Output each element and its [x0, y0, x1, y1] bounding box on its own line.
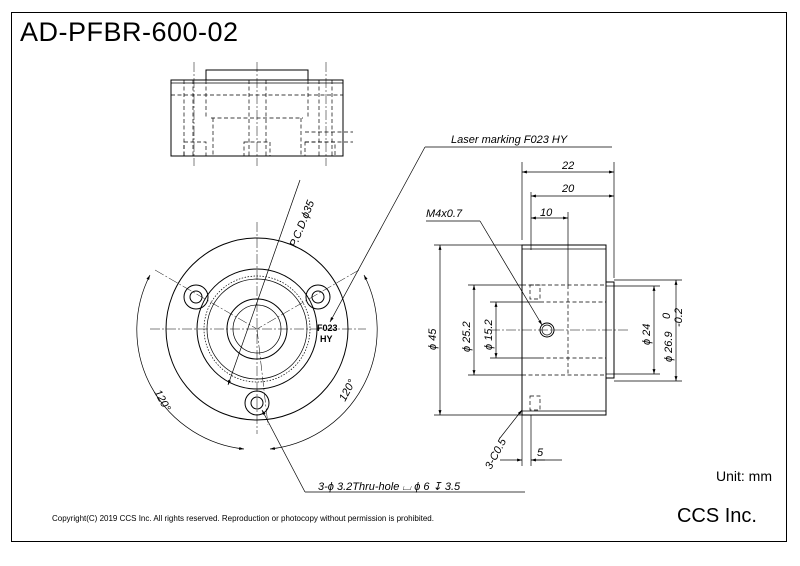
- chamfer-label: 3-C0.5: [483, 436, 510, 472]
- front-view: P.C.D.ϕ35 120° 120° F023 HY Laser markin…: [136, 134, 612, 493]
- copyright-notice: Copyright(C) 2019 CCS Inc. All rights re…: [52, 514, 434, 523]
- dim-10: 10: [540, 207, 553, 219]
- top-view: [170, 62, 353, 166]
- dim-phi-25-2: ϕ 25.2: [461, 321, 473, 352]
- angle-right-label: 120°: [337, 377, 359, 403]
- dim-22: 22: [561, 160, 574, 172]
- dim-20: 20: [561, 183, 575, 195]
- dim-5: 5: [537, 447, 544, 459]
- marking-line1: F023: [317, 323, 338, 333]
- drawing-title: AD-PFBR-600-02: [20, 17, 239, 47]
- thread-label: M4x0.7: [426, 208, 463, 220]
- unit-label: Unit: mm: [716, 468, 772, 484]
- laser-marking-note: Laser marking F023 HY: [451, 134, 568, 146]
- tolerance-upper: 0: [661, 312, 673, 319]
- side-view: 22 20 10 M4x0.7 ϕ 45 ϕ 25.2 ϕ 15.2: [426, 160, 685, 471]
- angle-left-label: 120°: [151, 388, 173, 414]
- hole-note: 3-ϕ 3.2Thru-hole ⌴ ϕ 6 ↧ 3.5: [318, 481, 461, 493]
- dim-phi-26-9: ϕ 26.9: [663, 331, 675, 362]
- dim-phi-45: ϕ 45: [427, 328, 439, 350]
- tolerance-lower: -0.2: [673, 308, 685, 327]
- dim-phi-15-2: ϕ 15.2: [483, 319, 495, 350]
- dim-phi-24: ϕ 24: [641, 324, 653, 345]
- drawing-border: [11, 12, 787, 542]
- marking-line2: HY: [320, 334, 333, 344]
- pcd-label: P.C.D.ϕ35: [288, 198, 318, 249]
- company-name: CCS Inc.: [676, 505, 757, 527]
